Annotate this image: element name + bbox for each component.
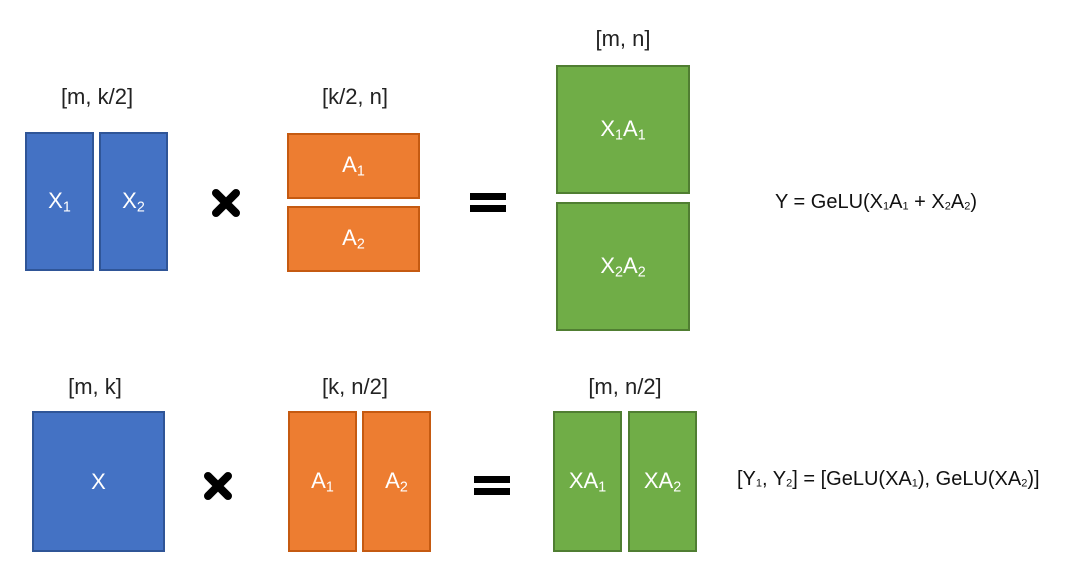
equals-icon xyxy=(470,193,506,212)
top-x1-text: X1 xyxy=(48,187,71,216)
bottom-o2-block: XA2 xyxy=(628,411,697,552)
bottom-x-text: X xyxy=(91,468,106,494)
bottom-x-block: X xyxy=(32,411,165,552)
top-p2-block: X2A2 xyxy=(556,202,690,331)
top-a2-text: A2 xyxy=(342,225,365,253)
bottom-o1-block: XA1 xyxy=(553,411,622,552)
equals-icon xyxy=(474,476,510,495)
top-p2-text: X2A2 xyxy=(600,252,646,281)
top-a2-block: A2 xyxy=(287,206,420,272)
bottom-a2-text: A2 xyxy=(385,467,408,496)
bottom-x-shape-label: [m, k] xyxy=(68,374,122,399)
bottom-a-shape-label: [k, n/2] xyxy=(321,374,389,399)
bottom-o1-text: XA1 xyxy=(568,467,607,496)
top-out-shape-label: [m, n] xyxy=(595,26,651,51)
bottom-a1-text: A1 xyxy=(311,467,334,496)
bottom-a1-block: A1 xyxy=(288,411,357,552)
bottom-o2-text: XA2 xyxy=(643,467,682,496)
top-x2-block: X2 xyxy=(99,132,168,271)
top-x-shape-label: [m, k/2] xyxy=(60,84,134,109)
multiply-icon xyxy=(204,472,232,500)
top-a1-block: A1 xyxy=(287,133,420,199)
bottom-out-shape-label: [m, n/2] xyxy=(588,374,662,399)
bottom-a2-block: A2 xyxy=(362,411,431,552)
top-x1-block: X1 xyxy=(25,132,94,271)
top-p1-block: X1A1 xyxy=(556,65,690,194)
top-p1-text: X1A1 xyxy=(600,115,646,144)
top-x2-text: X2 xyxy=(122,187,145,216)
top-formula: Y = GeLU(X1A1 + X2A2) xyxy=(775,191,978,213)
bottom-formula: [Y1, Y2] = [GeLU(XA1), GeLU(XA2)] xyxy=(737,468,1040,490)
top-a-shape-label: [k/2, n] xyxy=(321,84,389,109)
multiply-icon xyxy=(212,189,240,217)
top-a1-text: A1 xyxy=(342,152,365,180)
